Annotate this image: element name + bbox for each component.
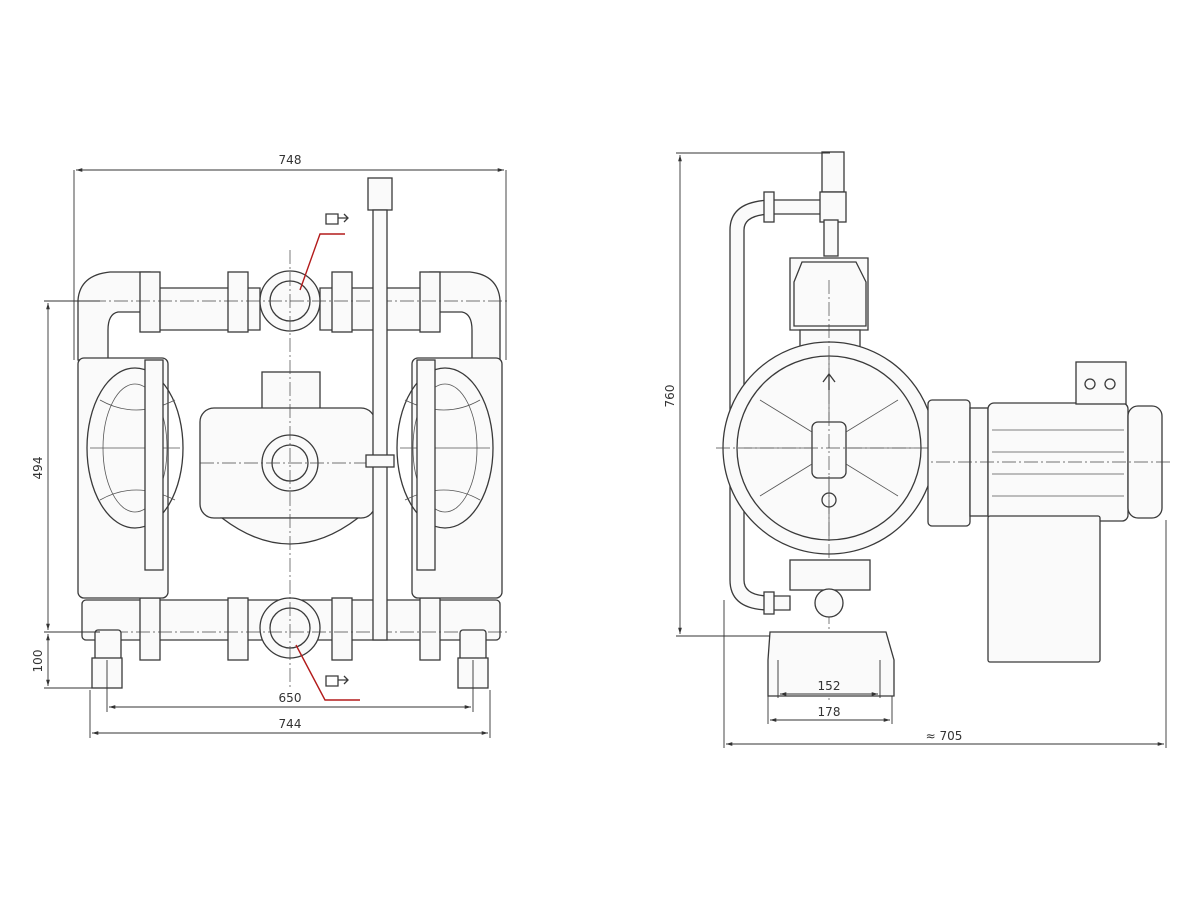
dim-overall-width-bottom: 744 xyxy=(89,690,491,738)
dim-overall-width-top: 748 xyxy=(73,153,507,360)
front-view: 748 494 100 650 744 xyxy=(31,153,510,738)
top-manifold xyxy=(48,270,510,361)
dim-total-depth: ≈ 705 xyxy=(723,520,1167,748)
dim-152-label: 152 xyxy=(818,679,841,693)
dim-744-label: 744 xyxy=(279,717,302,731)
dim-total-height: 760 xyxy=(663,152,830,637)
left-chamber xyxy=(77,357,184,599)
air-valve-symbol-top xyxy=(299,213,349,291)
dim-overall-height: 494 xyxy=(31,300,100,633)
dim-178-label: 178 xyxy=(818,705,841,719)
dim-705-label: ≈ 705 xyxy=(926,729,963,743)
dim-base-height: 100 xyxy=(31,634,100,689)
dim-494-label: 494 xyxy=(31,457,45,480)
side-base xyxy=(767,559,895,697)
center-gearbox xyxy=(199,250,380,690)
right-chamber xyxy=(396,357,503,599)
vertical-pipe xyxy=(365,177,395,641)
dim-flange-outer: 178 xyxy=(767,696,893,724)
side-view: 760 152 178 ≈ 705 xyxy=(663,151,1170,748)
dim-foot-spacing: 650 xyxy=(106,660,474,712)
dim-748-label: 748 xyxy=(279,153,302,167)
bottom-manifold xyxy=(48,597,510,689)
dim-flange-inner: 152 xyxy=(777,660,881,698)
dim-650-label: 650 xyxy=(279,691,302,705)
air-valve-symbol-bottom xyxy=(295,644,360,701)
dim-760-label: 760 xyxy=(663,385,677,408)
dim-100-label: 100 xyxy=(31,650,45,673)
side-air-pipe xyxy=(729,151,847,615)
side-motor xyxy=(927,361,1170,663)
